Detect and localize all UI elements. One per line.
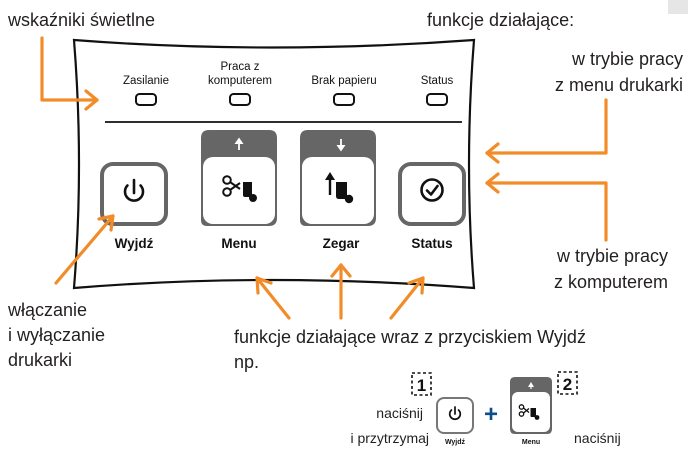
computer-mode-line1: w trybie pracy <box>556 246 668 266</box>
button-exit[interactable] <box>100 162 168 226</box>
step1-number: 1 <box>417 376 426 395</box>
functions-label: funkcje działające: <box>427 10 574 30</box>
check-circle-icon <box>420 178 444 202</box>
example-menu-label: Menu <box>522 439 540 446</box>
power-line1: włączanie <box>7 300 87 320</box>
arrow-combo-clock <box>330 263 352 320</box>
led-label-computer-line1: Praca z <box>221 61 260 73</box>
menu-mode-line1: w trybie pracy <box>571 49 683 69</box>
arrow-computer-mode <box>485 172 608 242</box>
step2-number: 2 <box>563 375 572 394</box>
plus-sign: + <box>484 401 498 428</box>
led-label-status: Status <box>421 75 454 87</box>
step1-number-box: 1 <box>411 372 432 396</box>
button-menu-label: Menu <box>221 236 256 251</box>
led-paper <box>333 93 355 106</box>
button-clock-label: Zegar <box>323 236 361 251</box>
step1-text-line1: naciśnij <box>376 405 423 421</box>
button-menu[interactable] <box>201 130 277 226</box>
button-status[interactable] <box>398 162 466 226</box>
led-status <box>426 93 448 106</box>
step2-text: naciśnij <box>574 430 621 446</box>
power-line2: i wyłączanie <box>8 325 105 345</box>
power-icon <box>448 406 462 421</box>
button-exit-label: Wyjdź <box>115 236 154 251</box>
led-power <box>135 93 157 106</box>
arrow-menu-mode <box>485 98 608 164</box>
example-exit-label: Wyjdź <box>445 439 466 446</box>
down-arrow-icon <box>336 139 346 152</box>
led-computer <box>229 93 251 106</box>
up-arrow-icon <box>234 137 244 150</box>
arrow-combo-status <box>389 276 425 320</box>
combo-line2: np. <box>234 352 259 372</box>
example-menu-button <box>510 377 552 434</box>
scissors-paper-icon <box>222 175 257 202</box>
led-label-computer-line2: komputerem <box>208 75 272 87</box>
up-arrow-icon <box>528 382 534 389</box>
arrow-indicators <box>40 36 99 111</box>
example-exit-button <box>436 397 474 434</box>
power-icon <box>123 178 145 202</box>
arrow-combo-menu <box>255 276 291 320</box>
menu-mode-line2: z menu drukarki <box>555 75 683 95</box>
scissors-paper-icon <box>518 404 540 420</box>
led-label-paper: Brak papieru <box>311 75 376 87</box>
arrow-power <box>54 214 115 285</box>
step2-number-box: 2 <box>557 371 578 395</box>
corner-mark <box>668 0 688 14</box>
led-label-power: Zasilanie <box>123 75 169 87</box>
step1-text-line2: i przytrzymaj <box>350 430 429 446</box>
power-line3: drukarki <box>8 350 72 370</box>
computer-mode-line2: z komputerem <box>554 272 668 292</box>
combo-line1: funkcje działające wraz z przyciskiem Wy… <box>234 327 586 347</box>
indicators-label: wskaźniki świetlne <box>7 10 155 30</box>
paper-feed-icon <box>325 172 354 204</box>
button-status-label: Status <box>411 236 452 251</box>
button-clock[interactable] <box>300 130 376 226</box>
